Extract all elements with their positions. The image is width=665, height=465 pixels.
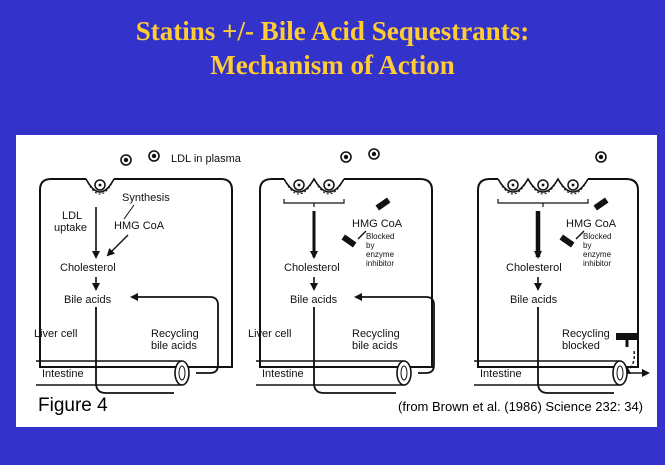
mechanism-diagram: LDL in plasma Synthesis LDL uptake HMG C… <box>34 148 650 394</box>
panel-2-hmg-coa: HMG CoA <box>352 218 403 230</box>
panel-1-ldl: LDL <box>62 210 82 222</box>
figure-panel: LDL in plasma Synthesis LDL uptake HMG C… <box>16 135 657 427</box>
panel-3-inhibitor-block <box>559 234 575 248</box>
slide-title-line-2: Mechanism of Action <box>210 50 455 80</box>
panel-1: Synthesis LDL uptake HMG CoA Cholesterol… <box>34 178 233 394</box>
panel-3-blocked: Blocked <box>583 232 611 241</box>
panel-3-cholesterol: Cholesterol <box>506 262 562 274</box>
slide-title-line-1: Statins +/- Bile Acid Sequestrants: <box>135 16 530 46</box>
panel-3-by: by <box>583 241 591 250</box>
panel-2-liver-cell: Liver cell <box>248 328 291 340</box>
panel-3-sequestrant-block <box>616 333 638 340</box>
panel-1-liver-cell: Liver cell <box>34 328 77 340</box>
panel-1-recycling: Recycling <box>151 328 199 340</box>
slide-title: Statins +/- Bile Acid Sequestrants: Mech… <box>0 14 665 82</box>
panel-3-recycling-blocked: blocked <box>562 340 600 352</box>
panel-1-intestine: Intestine <box>42 368 84 380</box>
ldl-in-plasma-label: LDL in plasma <box>171 153 242 165</box>
panel-2-inhibitor: inhibitor <box>366 259 394 268</box>
panel-2-enzyme: enzyme <box>366 250 395 259</box>
figure-credit: (from Brown et al. (1986) Science 232: 3… <box>398 399 643 414</box>
panel-2-by: by <box>366 241 374 250</box>
panel-2-inhibitor-block <box>375 197 391 211</box>
panel-3-hmg-coa: HMG CoA <box>566 218 617 230</box>
panel-2-bile-acids: Bile acids <box>290 294 338 306</box>
panel-3: HMG CoA Blocked by enzyme inhibitor Chol… <box>474 177 650 394</box>
plasma-ldl-particles <box>120 148 607 166</box>
panel-1-bile-acids: Bile acids <box>64 294 112 306</box>
panel-3-intestine: Intestine <box>480 368 522 380</box>
panel-2-blocked: Blocked <box>366 232 394 241</box>
panel-3-inhibitor-block <box>593 197 609 211</box>
panel-1-hmg-coa: HMG CoA <box>114 220 165 232</box>
panel-3-recycling: Recycling <box>562 328 610 340</box>
panel-3-enzyme: enzyme <box>583 250 612 259</box>
panel-2-intestine: Intestine <box>262 368 304 380</box>
panel-3-inhibitor: inhibitor <box>583 259 611 268</box>
panel-2-recycling: Recycling <box>352 328 400 340</box>
panel-3-bile-acids: Bile acids <box>510 294 558 306</box>
panel-1-cholesterol: Cholesterol <box>60 262 116 274</box>
figure-label: Figure 4 <box>38 395 108 416</box>
panel-2-inhibitor-block <box>341 234 357 248</box>
panel-2-recycling-bile-acids: bile acids <box>352 340 398 352</box>
panel-1-synthesis: Synthesis <box>122 192 170 204</box>
panel-1-recycling-bile-acids: bile acids <box>151 340 197 352</box>
panel-2: HMG CoA Blocked by enzyme inhibitor Chol… <box>248 177 435 394</box>
panel-1-uptake: uptake <box>54 222 87 234</box>
panel-2-cholesterol: Cholesterol <box>284 262 340 274</box>
